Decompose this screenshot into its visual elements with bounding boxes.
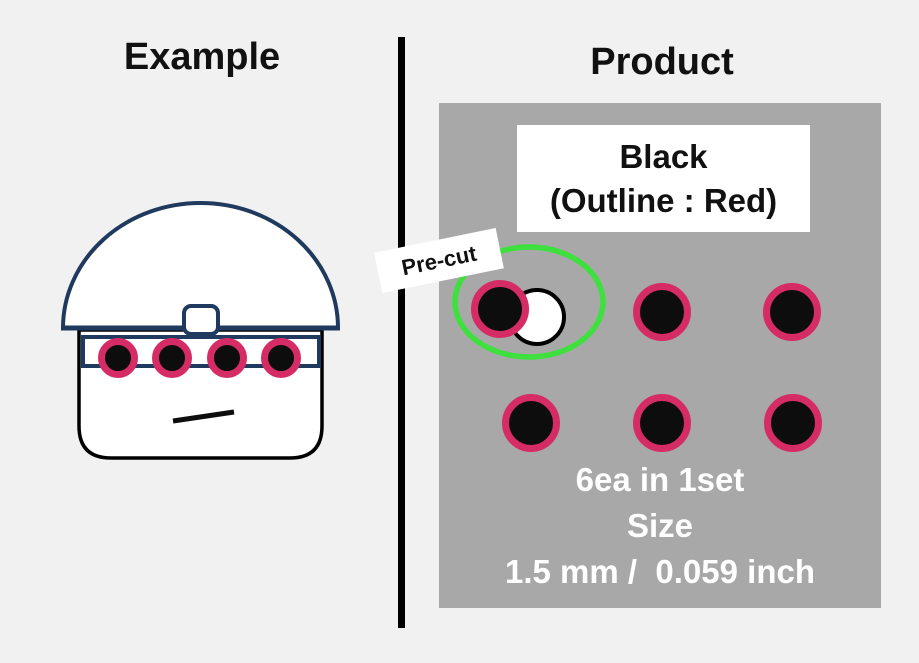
quantity-text: 6ea in 1set (575, 461, 745, 498)
dot-sticker (763, 283, 821, 341)
dot-sticker (764, 394, 822, 452)
dot-sticker (98, 338, 138, 378)
dot-sticker (207, 338, 247, 378)
product-spec-text: 6ea in 1set Size 1.5 mm / 0.059 inch (439, 457, 881, 595)
example-dot-stickers (98, 338, 301, 378)
dot-sticker (502, 394, 560, 452)
precut-label-text: Pre-cut (399, 240, 479, 280)
divider-line (398, 37, 405, 628)
helmet-dome-shape (60, 201, 341, 330)
dot-sticker (633, 394, 691, 452)
helmet-strap-band (81, 335, 321, 368)
size-heading: Size (626, 507, 694, 544)
color-label-line2: (Outline : Red) (549, 181, 778, 219)
color-label-box: Black (Outline : Red) (517, 125, 810, 232)
dot-sticker (261, 338, 301, 378)
dot-sticker (471, 280, 529, 338)
product-panel-title: Product (590, 41, 734, 83)
helmet-face-shape (77, 328, 324, 460)
helmet-illustration (60, 201, 341, 460)
precut-highlight-ellipse (452, 244, 606, 360)
product-dot-stickers (452, 244, 822, 452)
color-label-line1: Black (619, 137, 708, 175)
helmet-mouth-line (172, 409, 235, 424)
helmet-buckle (182, 304, 220, 336)
dot-sticker (152, 338, 192, 378)
size-value: 1.5 mm / 0.059 inch (505, 553, 815, 590)
example-panel-title: Example (123, 36, 281, 78)
dot-sticker (633, 283, 691, 341)
